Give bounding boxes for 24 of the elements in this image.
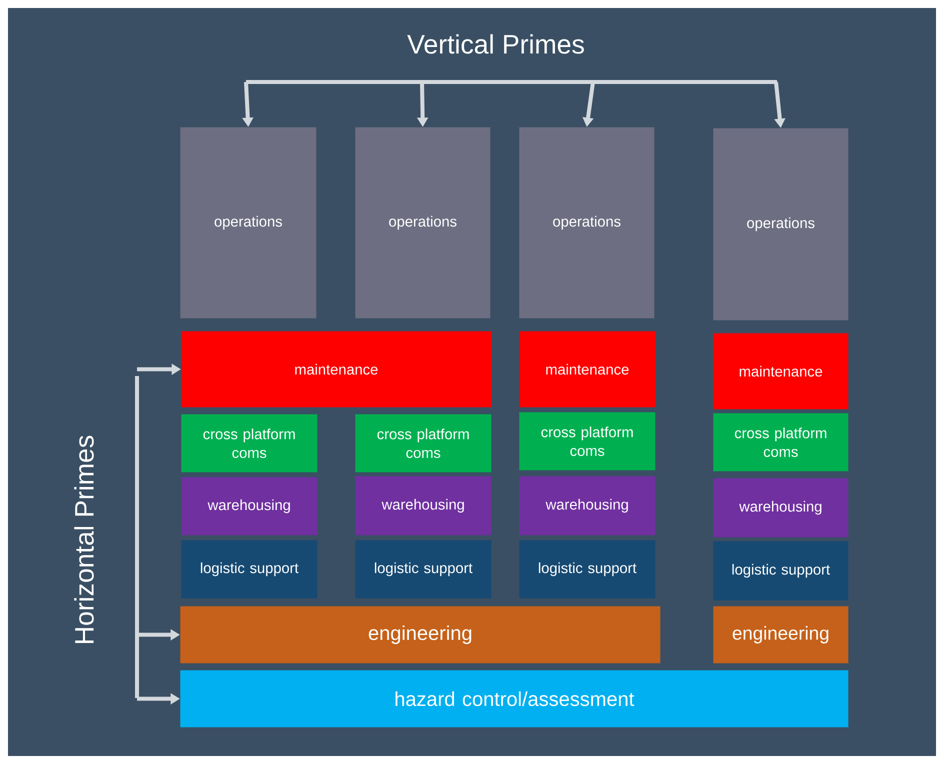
maintenance-box: maintenance [181,331,492,408]
logistic-box: logistic support [355,540,492,598]
axis-label: Horizontal Primes [74,436,94,644]
operations-box: operations [519,127,654,318]
maintenance-box: maintenance [713,333,848,410]
coms-box: cross platform coms [355,414,492,472]
warehousing-box: warehousing [713,478,848,538]
warehousing-box: warehousing [355,476,492,536]
warehousing-box: warehousing [181,477,318,536]
operations-box: operations [355,127,490,318]
engineering-band: engineering [713,606,848,664]
maintenance-box: maintenance [519,331,656,408]
logistic-box: logistic support [181,540,318,598]
engineering-band: engineering [180,606,660,664]
warehousing-box: warehousing [519,476,656,536]
logistic-box: logistic support [713,541,848,600]
operations-box: operations [180,127,316,318]
operations-box: operations [713,128,848,320]
logistic-box: logistic support [519,540,656,598]
hazard-band: hazard control/assessment [180,670,848,728]
coms-box: cross platform coms [519,412,656,470]
title: Vertical Primes [407,34,584,54]
coms-box: cross platform coms [713,413,848,472]
coms-box: cross platform coms [181,414,318,472]
